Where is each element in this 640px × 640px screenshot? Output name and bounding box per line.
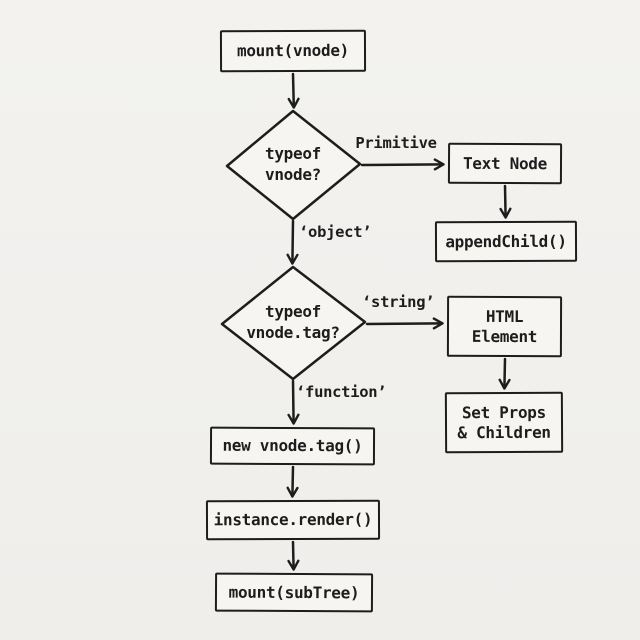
arrow-typeof-vnode-to-typeof-vnode-tag bbox=[286, 219, 299, 265]
decision-typeof-vnode-tag-label: typeof vnode.tag? bbox=[246, 302, 340, 342]
arrow-typeof-vnode-tag-to-html-element bbox=[365, 317, 444, 330]
node-set-props-children: Set Props & Children bbox=[444, 391, 564, 454]
decision-typeof-vnode-tag-shape bbox=[220, 265, 367, 381]
arrow-html-element-to-set-props bbox=[498, 357, 511, 390]
arrow-text-node-to-appendchild bbox=[499, 184, 512, 219]
arrow-typeof-vnode-tag-to-new-vnode-tag bbox=[287, 379, 300, 425]
arrow-instance-render-to-mount-subtree bbox=[287, 540, 300, 571]
edge-label-object: ‘object’ bbox=[299, 223, 372, 241]
decision-typeof-vnode-label: typeof vnode? bbox=[265, 144, 321, 184]
edge-label-function: ‘function’ bbox=[296, 383, 387, 401]
edge-label-string: ‘string’ bbox=[362, 293, 435, 311]
edge-label-primitive: Primitive bbox=[355, 134, 437, 152]
node-html-element: HTML Element bbox=[446, 295, 563, 358]
node-new-vnode-tag: new vnode.tag() bbox=[209, 426, 376, 466]
node-appendchild: appendChild() bbox=[434, 220, 578, 263]
arrow-typeof-vnode-to-text-node bbox=[360, 158, 445, 171]
decision-typeof-vnode-shape bbox=[225, 109, 362, 221]
node-mount-vnode: mount(vnode) bbox=[219, 29, 367, 73]
arrow-mount-to-typeof-vnode bbox=[287, 72, 300, 109]
node-text-node: Text Node bbox=[447, 142, 563, 185]
node-mount-subtree: mount(subTree) bbox=[214, 572, 374, 613]
node-instance-render: instance.render() bbox=[205, 499, 381, 541]
arrow-new-vnode-tag-to-instance-render bbox=[286, 465, 299, 498]
